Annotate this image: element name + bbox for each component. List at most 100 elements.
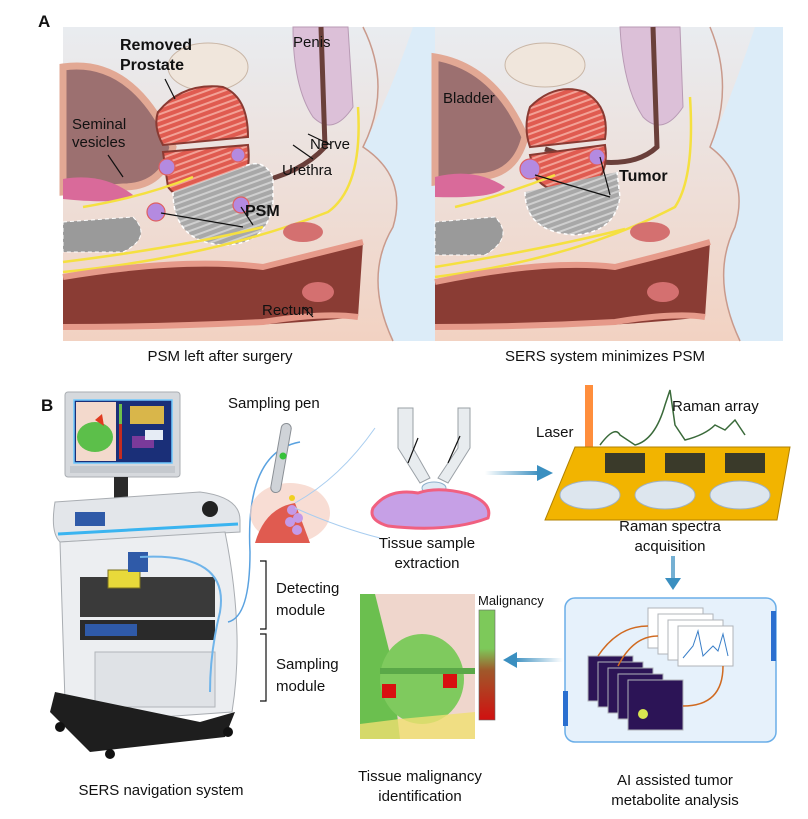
screen-map-green	[77, 422, 113, 452]
malignancy-heatmap	[360, 594, 475, 739]
hotspot-right	[443, 674, 457, 688]
label-psm: PSM	[245, 203, 280, 220]
prostate-shadow	[524, 171, 621, 236]
rectal-fold-bottom	[302, 282, 334, 302]
prostate-upper	[525, 88, 607, 149]
hotspot-left	[382, 684, 396, 698]
label-sampling-1: Sampling	[276, 656, 339, 673]
caption-psm-left: PSM left after surgery	[147, 348, 293, 365]
caption-raman-spectra-1: Raman spectra	[619, 518, 721, 535]
label-urethra: Urethra	[282, 162, 333, 179]
caption-ai-2: metabolite analysis	[611, 792, 739, 809]
tissue-extraction-illustration	[370, 407, 491, 530]
caption-raman-spectra-2: acquisition	[634, 538, 706, 555]
tumor-cluster	[285, 505, 303, 535]
caption-tissue-sample-1: Tissue sample	[378, 535, 476, 552]
bladder	[59, 62, 177, 196]
label-tumor: Tumor	[619, 168, 668, 185]
label-raman-array: Raman array	[672, 398, 759, 415]
rectum-upper-edge	[62, 239, 364, 280]
pubic-bone	[504, 42, 586, 88]
ai-analysis-illustration	[563, 597, 777, 743]
prostate-removed-outline	[172, 162, 274, 246]
skin-edge	[363, 27, 435, 341]
frame-accent-left	[563, 691, 568, 726]
spectrum-trace	[682, 629, 729, 659]
arrow-down-to-ai	[665, 556, 681, 590]
monitor-buttons-strip	[70, 466, 175, 473]
label-bladder: Bladder	[443, 90, 495, 107]
pen-cable	[227, 441, 301, 623]
pen-indicator	[279, 452, 287, 460]
label-removed-prostate-1: Removed	[120, 37, 193, 54]
magnify-cone	[294, 427, 381, 539]
heatmap-band	[380, 668, 475, 674]
caption-tissue-malig-1: Tissue malignancy	[358, 768, 482, 785]
body-contour	[362, 26, 398, 342]
arrow-to-malignancy	[503, 652, 563, 668]
wheel	[223, 727, 233, 737]
anatomy-left-illustration	[59, 26, 435, 342]
caption-ai-1: AI assisted tumor	[617, 772, 733, 789]
bladder	[431, 52, 529, 186]
mapping-arrows	[597, 625, 724, 707]
rectal-fold-bottom	[647, 282, 679, 302]
label-sampling-2: module	[276, 678, 326, 695]
heatmap-green-body	[380, 634, 464, 724]
laser-beam	[585, 385, 593, 485]
detecting-module-tray	[80, 577, 215, 617]
label-rectum: Rectum	[262, 302, 314, 319]
panel-a-letter: A	[38, 12, 51, 31]
rectum-upper-edge	[434, 239, 711, 285]
rectum-lower-edge	[62, 312, 359, 330]
malignancy-colorbar	[478, 609, 496, 721]
tumor-clusters	[146, 147, 250, 222]
label-removed-prostate-2: Prostate	[120, 57, 185, 74]
gray-tissue	[62, 216, 142, 253]
screen-scale-top	[119, 404, 122, 424]
cart-console	[52, 491, 241, 543]
frame-accent-right	[771, 611, 776, 661]
detecting-bracket	[260, 560, 267, 630]
sensor-grids	[605, 453, 765, 473]
tissue-blob	[370, 488, 491, 530]
leader-lines	[534, 156, 611, 198]
trackball	[202, 501, 218, 517]
label-seminal-2: vesicles	[72, 134, 126, 151]
caption-tissue-sample-2: extraction	[394, 555, 460, 572]
probe-right	[437, 407, 471, 484]
screen-scale	[119, 404, 122, 459]
sers-chip	[107, 569, 141, 589]
caption-sers-navigation: SERS navigation system	[78, 782, 244, 799]
label-laser: Laser	[536, 424, 574, 441]
flow-arrow-up	[447, 435, 461, 464]
body-contour	[709, 26, 741, 342]
sample-droplets	[559, 480, 771, 510]
sampling-bracket	[260, 633, 267, 702]
skin-edge	[710, 27, 783, 341]
leader-lines	[107, 78, 332, 318]
cart-base	[50, 692, 235, 752]
heatmap-yellow	[360, 712, 475, 739]
label-nerve: Nerve	[310, 136, 351, 153]
arrow-to-raman	[485, 465, 553, 481]
screen-chip	[130, 406, 164, 424]
prostate-upper	[155, 85, 250, 147]
spectra-cards	[647, 607, 734, 667]
monitor-neck	[114, 477, 128, 499]
rectal-fold-top	[630, 222, 670, 242]
panel-b-letter: B	[41, 396, 54, 415]
wheel	[105, 749, 115, 759]
caption-sers-minimizes: SERS system minimizes PSM	[504, 348, 706, 365]
wheel	[55, 722, 65, 732]
label-penis: Penis	[293, 34, 331, 51]
module-brackets	[260, 560, 267, 702]
penis	[619, 26, 684, 126]
console-display	[75, 512, 105, 526]
flow-arrow-down	[407, 437, 419, 464]
screen-map-red	[95, 414, 104, 426]
seminal-vesicles	[435, 173, 505, 198]
sampling-module	[94, 651, 216, 708]
caption-tissue-malig-2: identification	[378, 788, 462, 805]
label-detecting-1: Detecting	[276, 580, 340, 597]
